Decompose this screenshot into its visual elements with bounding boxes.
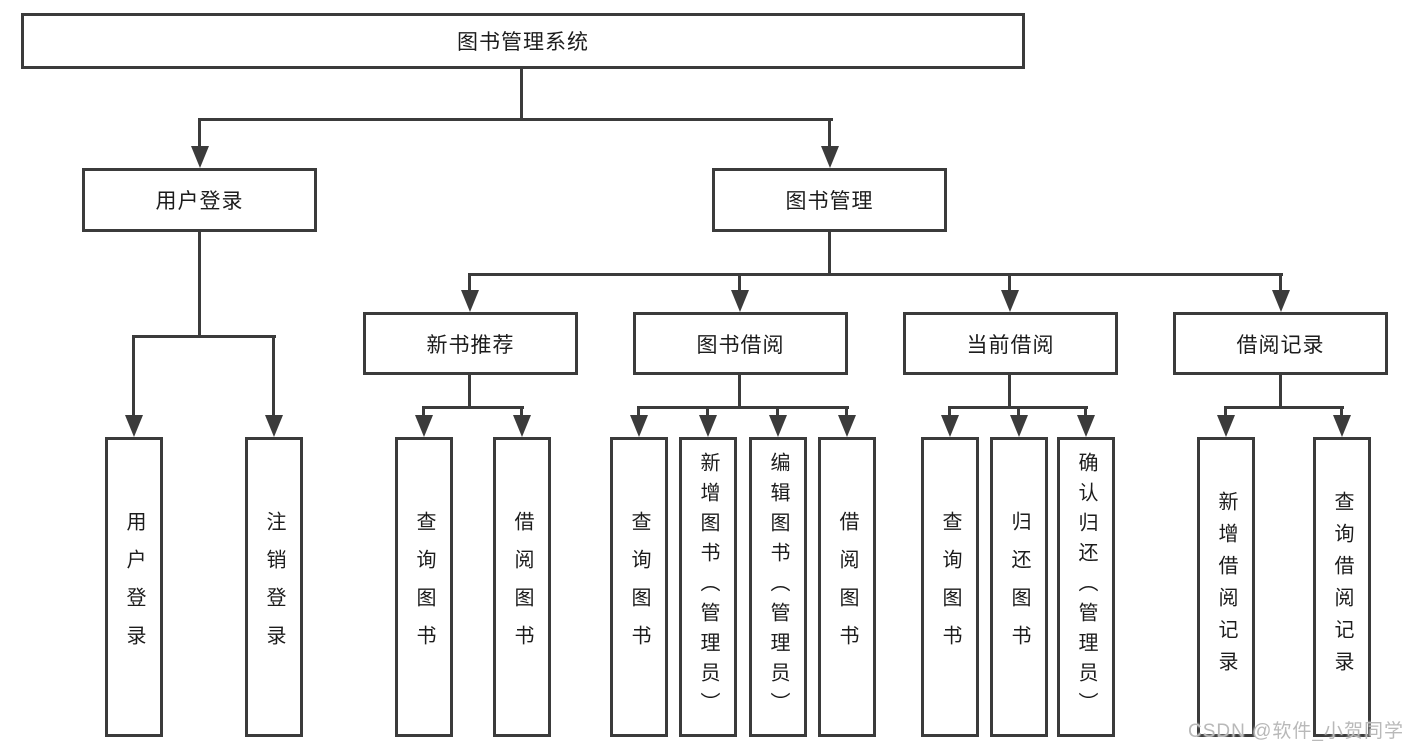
connector-line xyxy=(1008,375,1011,406)
connector-line xyxy=(738,273,741,293)
connector-line xyxy=(845,406,848,418)
leaf-query-book-current: 查询图书 xyxy=(921,437,979,737)
connector-line xyxy=(468,273,471,293)
connector-line xyxy=(422,406,524,409)
connector-line xyxy=(198,232,201,335)
leaf-query-borrow-record-label: 查询借阅记录 xyxy=(1331,491,1353,683)
connector-line xyxy=(828,118,831,149)
arrow-down-icon xyxy=(1077,415,1095,437)
connector-line xyxy=(828,232,831,273)
arrow-down-icon xyxy=(699,415,717,437)
node-book-mgmt-label: 图书管理 xyxy=(785,190,874,213)
arrow-down-icon xyxy=(191,146,209,168)
arrow-down-icon xyxy=(1001,290,1019,312)
node-root: 图书管理系统 xyxy=(21,13,1025,69)
leaf-confirm-return-admin: 确认归还（管理员） xyxy=(1057,437,1115,737)
node-borrow-records-label: 借阅记录 xyxy=(1236,333,1325,357)
arrow-down-icon xyxy=(769,415,787,437)
arrow-down-icon xyxy=(941,415,959,437)
connector-line xyxy=(422,406,425,418)
leaf-add-borrow-record: 新增借阅记录 xyxy=(1197,437,1255,737)
leaf-confirm-return-admin-label: 确认归还（管理员） xyxy=(1075,452,1097,722)
leaf-logout-label: 注销登录 xyxy=(263,511,285,663)
arrow-down-icon xyxy=(1217,415,1235,437)
leaf-user-login: 用户登录 xyxy=(105,437,163,737)
connector-line xyxy=(706,406,709,418)
connector-line xyxy=(272,335,275,417)
leaf-borrow-book-rec-label: 借阅图书 xyxy=(511,511,533,663)
leaf-borrow-book-borrow: 借阅图书 xyxy=(818,437,876,737)
leaf-return-book: 归还图书 xyxy=(990,437,1048,737)
leaf-logout: 注销登录 xyxy=(245,437,303,737)
arrow-down-icon xyxy=(731,290,749,312)
arrow-down-icon xyxy=(415,415,433,437)
leaf-query-book-rec-label: 查询图书 xyxy=(413,511,435,663)
node-borrow-records: 借阅记录 xyxy=(1173,312,1388,375)
node-user-login: 用户登录 xyxy=(82,168,317,232)
node-current-borrow-label: 当前借阅 xyxy=(966,333,1055,357)
connector-line xyxy=(520,406,523,418)
connector-line xyxy=(1279,375,1282,406)
leaf-query-borrow-record: 查询借阅记录 xyxy=(1313,437,1371,737)
connector-line xyxy=(1084,406,1087,418)
connector-line xyxy=(948,406,951,418)
connector-line xyxy=(198,118,833,121)
node-book-borrow-label: 图书借阅 xyxy=(696,333,785,357)
connector-line xyxy=(637,406,849,409)
connector-line xyxy=(132,335,135,417)
leaf-edit-book-admin-label: 编辑图书（管理员） xyxy=(767,452,789,722)
arrow-down-icon xyxy=(630,415,648,437)
node-new-book-rec-label: 新书推荐 xyxy=(426,333,515,357)
node-book-borrow: 图书借阅 xyxy=(633,312,848,375)
connector-line xyxy=(132,335,276,338)
leaf-query-book-rec: 查询图书 xyxy=(395,437,453,737)
connector-line xyxy=(1224,406,1344,409)
connector-line xyxy=(198,118,201,149)
connector-line xyxy=(520,69,523,118)
connector-line xyxy=(1224,406,1227,418)
arrow-down-icon xyxy=(838,415,856,437)
arrow-down-icon xyxy=(1010,415,1028,437)
node-book-mgmt: 图书管理 xyxy=(712,168,947,232)
leaf-add-borrow-record-label: 新增借阅记录 xyxy=(1215,491,1237,683)
arrow-down-icon xyxy=(265,415,283,437)
leaf-query-book-borrow: 查询图书 xyxy=(610,437,668,737)
arrow-down-icon xyxy=(125,415,143,437)
leaf-borrow-book-rec: 借阅图书 xyxy=(493,437,551,737)
leaf-user-login-label: 用户登录 xyxy=(123,511,145,663)
connector-line xyxy=(1279,273,1282,293)
connector-line xyxy=(468,273,1283,276)
leaf-add-book-admin-label: 新增图书（管理员） xyxy=(697,452,719,722)
connector-line xyxy=(1008,273,1011,293)
arrow-down-icon xyxy=(461,290,479,312)
connector-line xyxy=(738,375,741,406)
leaf-borrow-book-borrow-label: 借阅图书 xyxy=(836,511,858,663)
node-new-book-rec: 新书推荐 xyxy=(363,312,578,375)
arrow-down-icon xyxy=(1333,415,1351,437)
leaf-add-book-admin: 新增图书（管理员） xyxy=(679,437,737,737)
connector-line xyxy=(776,406,779,418)
leaf-query-book-borrow-label: 查询图书 xyxy=(628,511,650,663)
arrow-down-icon xyxy=(513,415,531,437)
node-root-label: 图书管理系统 xyxy=(457,31,589,54)
leaf-edit-book-admin: 编辑图书（管理员） xyxy=(749,437,807,737)
connector-line xyxy=(637,406,640,418)
arrow-down-icon xyxy=(1272,290,1290,312)
watermark: CSDN @软件_小贺同学 xyxy=(1188,721,1404,742)
leaf-return-book-label: 归还图书 xyxy=(1008,511,1030,663)
connector-line xyxy=(468,375,471,406)
connector-line xyxy=(1017,406,1020,418)
node-user-login-label: 用户登录 xyxy=(155,190,244,213)
node-current-borrow: 当前借阅 xyxy=(903,312,1118,375)
connector-line xyxy=(1340,406,1343,418)
leaf-query-book-current-label: 查询图书 xyxy=(939,511,961,663)
arrow-down-icon xyxy=(821,146,839,168)
